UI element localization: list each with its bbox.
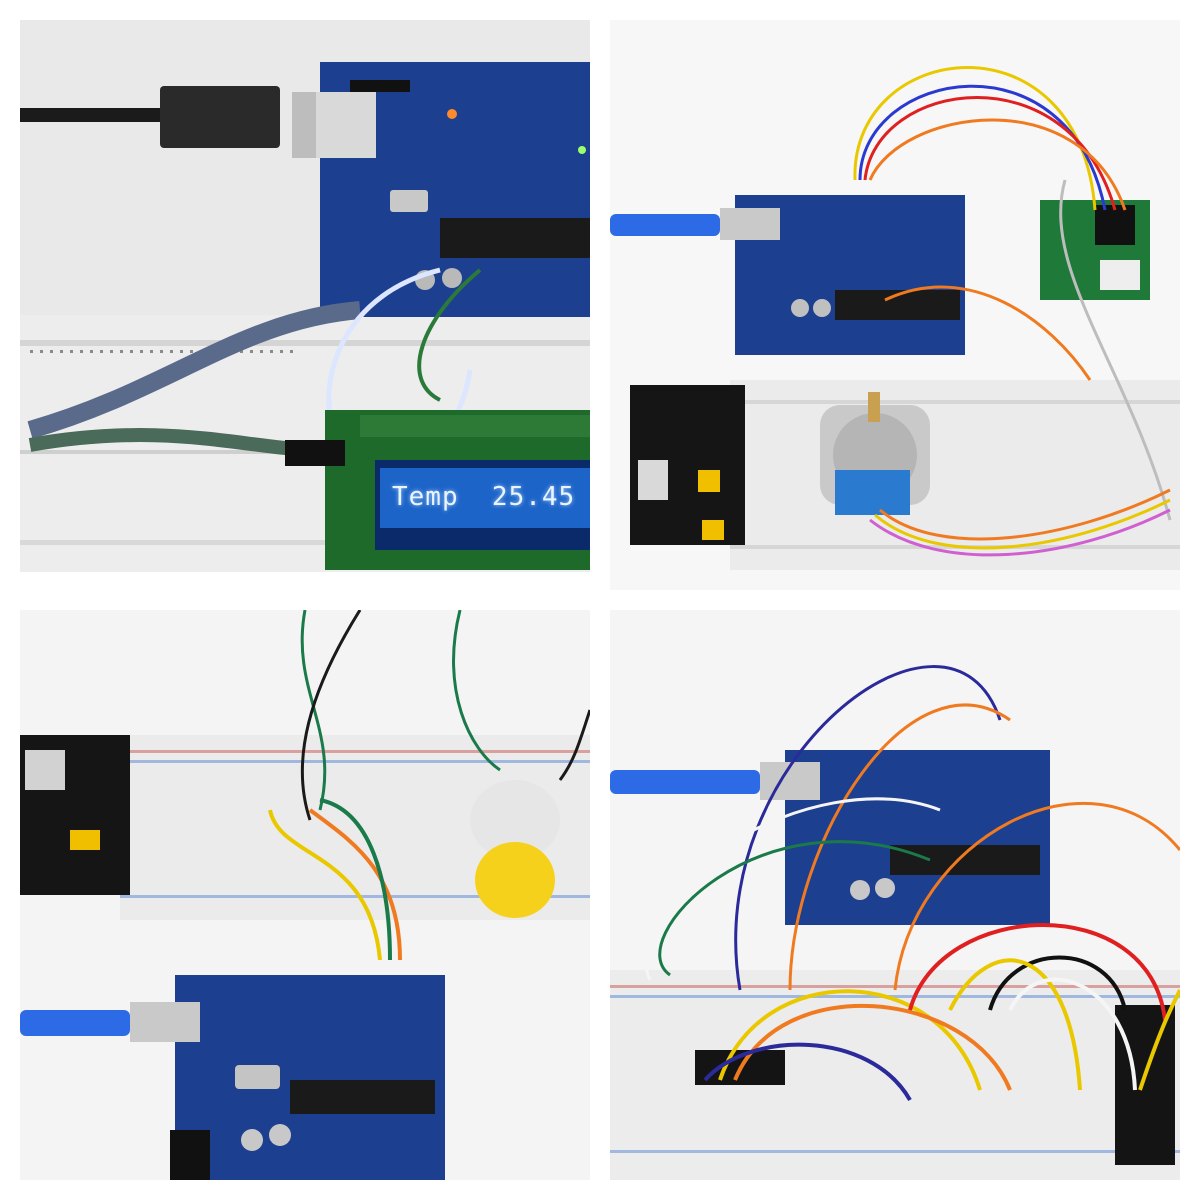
lcd-display-text: Temp 25.45	[392, 482, 576, 512]
piezo-buzzer-illustration	[20, 610, 590, 1180]
photo-panel-temperature-lcd: Temp 25.45	[20, 20, 590, 572]
temperature-lcd-illustration	[20, 62, 590, 572]
photo-panel-stepper-motor	[610, 20, 1180, 590]
photo-panel-piezo-buzzer	[20, 610, 590, 1180]
photo-panel-multi-wire-project	[610, 610, 1180, 1180]
stepper-motor-illustration	[610, 66, 1180, 570]
multi-wire-project-illustration	[610, 665, 1180, 1180]
